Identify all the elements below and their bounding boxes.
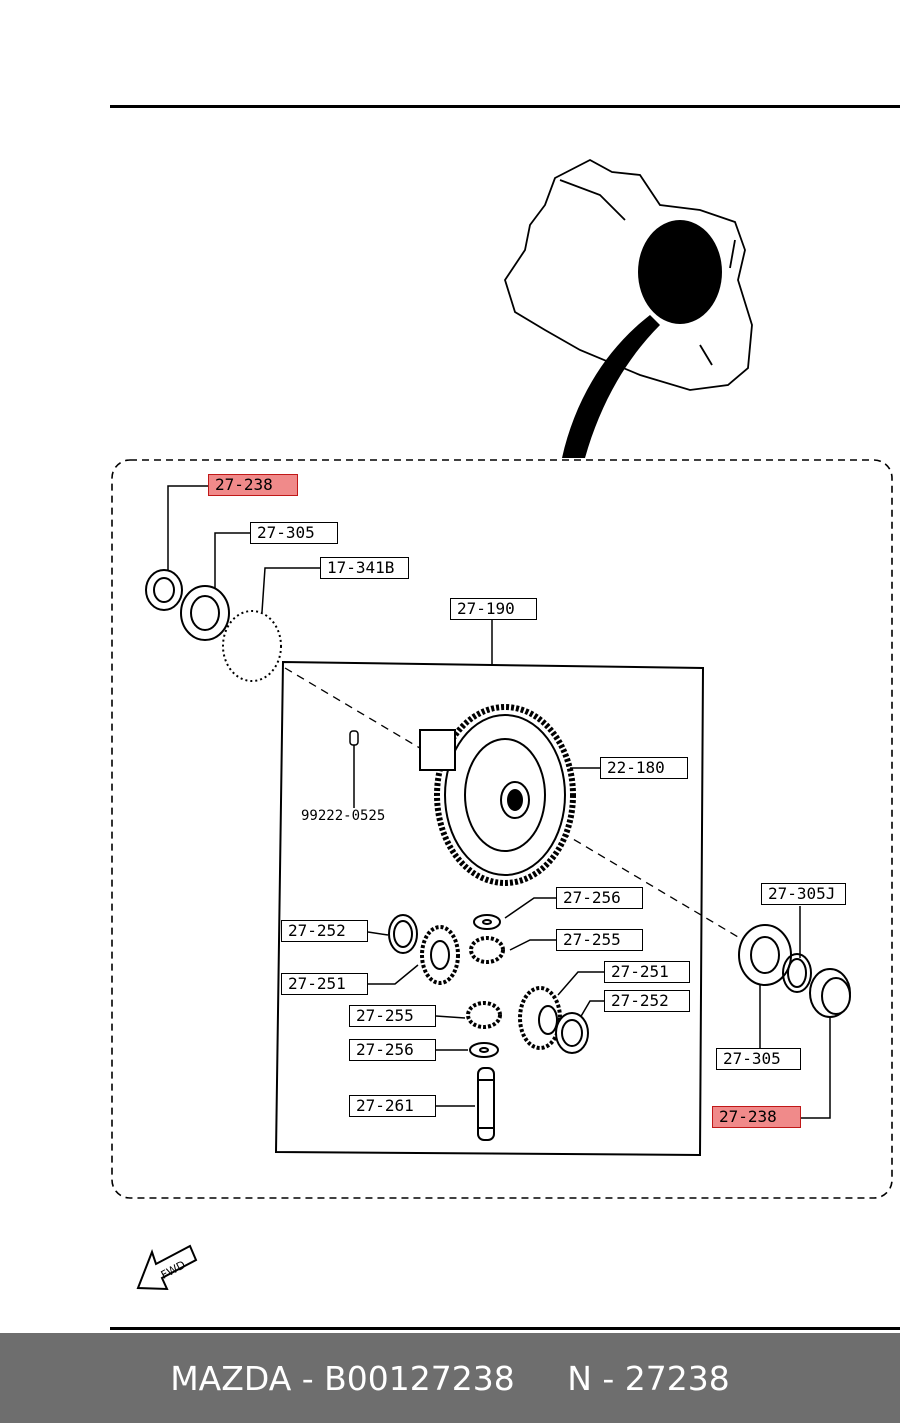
label-27-255-top[interactable]: 27-255: [556, 929, 643, 951]
label-27-305-bottom[interactable]: 27-305: [716, 1048, 801, 1070]
footer-ref: N - 27238: [567, 1358, 730, 1398]
oil-seal-right: [809, 968, 851, 1018]
side-gear-left: [420, 925, 460, 985]
label-27-305-top[interactable]: 27-305: [250, 522, 338, 544]
thrust-washer-bottom: [469, 1042, 499, 1058]
pinion-gear-bottom: [466, 1001, 502, 1029]
assembly-dashed-border: [111, 459, 893, 1199]
label-22-180[interactable]: 22-180: [600, 757, 688, 779]
side-gear-right: [518, 986, 562, 1050]
leader-lines: [167, 485, 831, 1119]
label-27-305j[interactable]: 27-305J: [761, 883, 846, 905]
o-ring-right: [782, 953, 812, 993]
thrust-washer-left: [388, 914, 418, 954]
label-27-255-bottom[interactable]: 27-255: [349, 1005, 436, 1027]
top-rule: [110, 105, 900, 108]
label-99222-0525[interactable]: 99222-0525: [301, 808, 386, 824]
label-27-252-right[interactable]: 27-252: [604, 990, 690, 1012]
oil-seal-left: [145, 569, 183, 611]
thrust-washer-right: [555, 1012, 589, 1054]
bearing-left: [180, 585, 230, 641]
label-27-251-left[interactable]: 27-251: [281, 973, 368, 995]
label-27-238-top[interactable]: 27-238: [208, 474, 298, 496]
speedometer-gear: [222, 610, 282, 682]
label-27-238-bottom[interactable]: 27-238: [712, 1106, 801, 1128]
thrust-washer-top: [473, 914, 501, 930]
differential-location-mark: [638, 220, 722, 324]
pinion-shaft: [477, 1067, 495, 1141]
footer-bar: MAZDA - B00127238 N - 27238: [0, 1333, 900, 1423]
callout-wedge: [562, 315, 660, 458]
label-27-252-left[interactable]: 27-252: [281, 920, 368, 942]
label-27-251-right[interactable]: 27-251: [604, 961, 690, 983]
pinion-gear-top: [469, 936, 505, 964]
ring-gear: [419, 704, 576, 886]
label-27-256-bottom[interactable]: 27-256: [349, 1039, 436, 1061]
label-27-261[interactable]: 27-261: [349, 1095, 436, 1117]
exploded-parts-diagram: FWD: [111, 158, 893, 1291]
fwd-arrow: [136, 1244, 198, 1291]
label-27-190[interactable]: 27-190: [450, 598, 537, 620]
label-27-256-top[interactable]: 27-256: [556, 887, 643, 909]
differential-box: [274, 660, 705, 1157]
label-17-341b[interactable]: 17-341B: [320, 557, 409, 579]
footer-brand-part: MAZDA - B00127238: [170, 1358, 515, 1398]
bearing-right: [738, 924, 792, 986]
transmission-housing: [504, 158, 753, 391]
roll-pin: [349, 730, 359, 746]
bottom-rule: [110, 1327, 900, 1330]
